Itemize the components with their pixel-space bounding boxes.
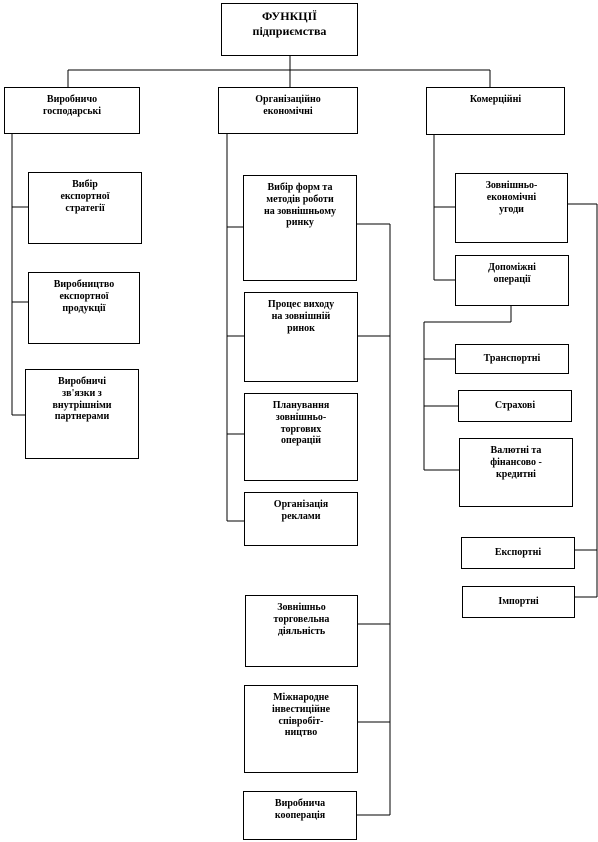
root-functions-box: ФУНКЦІЇ підприємства <box>221 3 358 56</box>
category-organizational: Організаційно економічні <box>218 87 358 134</box>
production-item-export-strategy: Вибір експортної стратегії <box>28 172 142 244</box>
connector-production <box>11 133 28 416</box>
organizational-item-foreign-trade: Зовнішньо торговельна діяльність <box>245 595 358 667</box>
commercial-item-economic-deals: Зовнішньо- економічні угоди <box>455 173 568 243</box>
organizational-item-advertising: Організація реклами <box>244 492 358 546</box>
organizational-item-investment: Міжнародне інвестиційне співробіт- ництв… <box>244 685 358 773</box>
commercial-item-auxiliary: Допоміжні операції <box>455 255 569 306</box>
organizational-item-forms-methods: Вибір форм та методів роботи на зовнішнь… <box>243 175 357 281</box>
connector-root <box>67 55 491 87</box>
root-subtitle: підприємства <box>252 24 327 38</box>
commercial-item-export: Експортні <box>461 537 575 569</box>
commercial-item-transport: Транспортні <box>455 344 569 374</box>
organizational-item-trade-planning: Планування зовнішньо- торгових операцій <box>244 393 358 481</box>
category-production: Виробничо господарські <box>4 87 140 134</box>
connector-auxiliary <box>423 305 512 471</box>
commercial-item-import: Імпортні <box>462 586 575 618</box>
organizational-item-cooperation: Виробнича кооперація <box>243 791 357 840</box>
connector-organizational-right <box>355 223 391 816</box>
category-commercial: Комерційні <box>426 87 565 135</box>
commercial-item-currency-finance: Валютні та фінансово - кредитні <box>459 438 573 507</box>
commercial-item-insurance: Страхові <box>458 390 572 422</box>
production-item-export-production: Виробництво експортної продукції <box>28 272 140 344</box>
connector-commercial <box>433 134 455 281</box>
connector-organizational-left <box>226 133 244 522</box>
production-item-internal-partners: Виробничі зв'язки з внутрішніми партнера… <box>25 369 139 459</box>
root-title: ФУНКЦІЇ <box>262 9 317 23</box>
organizational-item-market-entry: Процес виходу на зовнішній ринок <box>244 292 358 382</box>
connector-outer-right <box>567 203 598 598</box>
